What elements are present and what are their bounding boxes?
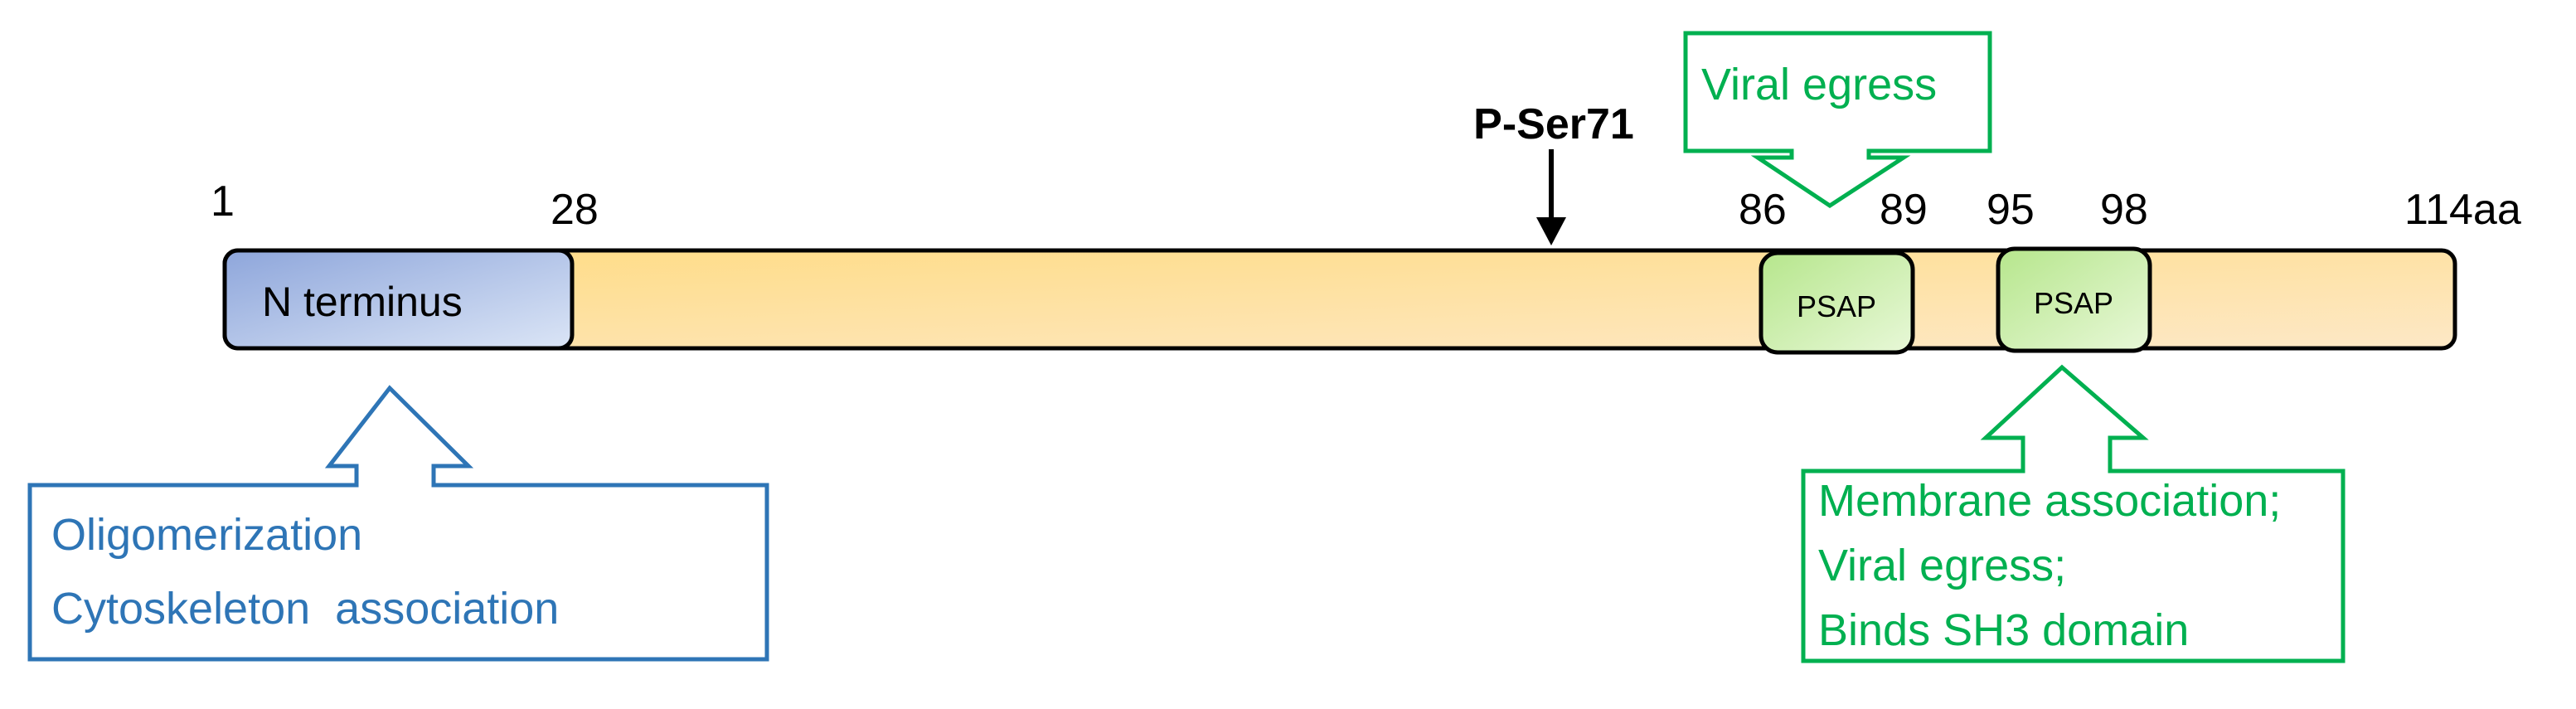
psap-box-1 bbox=[1759, 250, 1915, 355]
n-terminus-callout-line-2: Cytoskeleton association bbox=[51, 584, 559, 634]
position-label-n-term-end: 28 bbox=[551, 186, 599, 234]
position-label-psap1-end: 89 bbox=[1880, 186, 1928, 234]
psap2-callout-line-2: Viral egress; bbox=[1818, 541, 2066, 590]
phosphosite-label: P-Ser71 bbox=[1473, 100, 1634, 148]
position-label-psap2-start: 95 bbox=[1987, 186, 2035, 234]
psap-label-1: PSAP bbox=[1797, 289, 1876, 323]
phosphosite-marker: P-Ser71 bbox=[1473, 100, 1634, 245]
position-label-end: 114aa bbox=[2404, 186, 2521, 234]
up-block-arrow-icon bbox=[27, 385, 769, 662]
psap-box-2 bbox=[1996, 246, 2152, 353]
psap-label-2: PSAP bbox=[2034, 286, 2113, 320]
down-arrow-icon bbox=[1536, 149, 1566, 245]
psap2-callout-line-1: Membrane association; bbox=[1818, 476, 2281, 526]
psap2-callout: Membrane association; Viral egress; Bind… bbox=[1801, 364, 2346, 663]
psap1-callout-label: Viral egress bbox=[1701, 60, 1937, 109]
n-terminus-box bbox=[222, 248, 575, 351]
position-label-start: 1 bbox=[211, 177, 235, 226]
psap-domain-1: PSAP bbox=[1759, 250, 1915, 355]
n-terminus-callout-line-1: Oligomerization bbox=[51, 510, 362, 560]
n-terminus-domain: N terminus bbox=[222, 248, 575, 351]
up-block-arrow-icon bbox=[1801, 364, 2346, 663]
psap2-callout-line-3: Binds SH3 domain bbox=[1818, 605, 2189, 655]
n-terminus-callout: Oligomerization Cytoskeleton association bbox=[27, 385, 769, 662]
position-label-psap2-end: 98 bbox=[2100, 186, 2148, 234]
down-block-arrow-icon bbox=[1683, 31, 1992, 208]
n-terminus-label: N terminus bbox=[262, 279, 463, 325]
position-label-psap1-start: 86 bbox=[1739, 186, 1787, 234]
psap-domain-2: PSAP bbox=[1996, 246, 2152, 353]
psap1-callout: Viral egress bbox=[1683, 31, 1992, 208]
